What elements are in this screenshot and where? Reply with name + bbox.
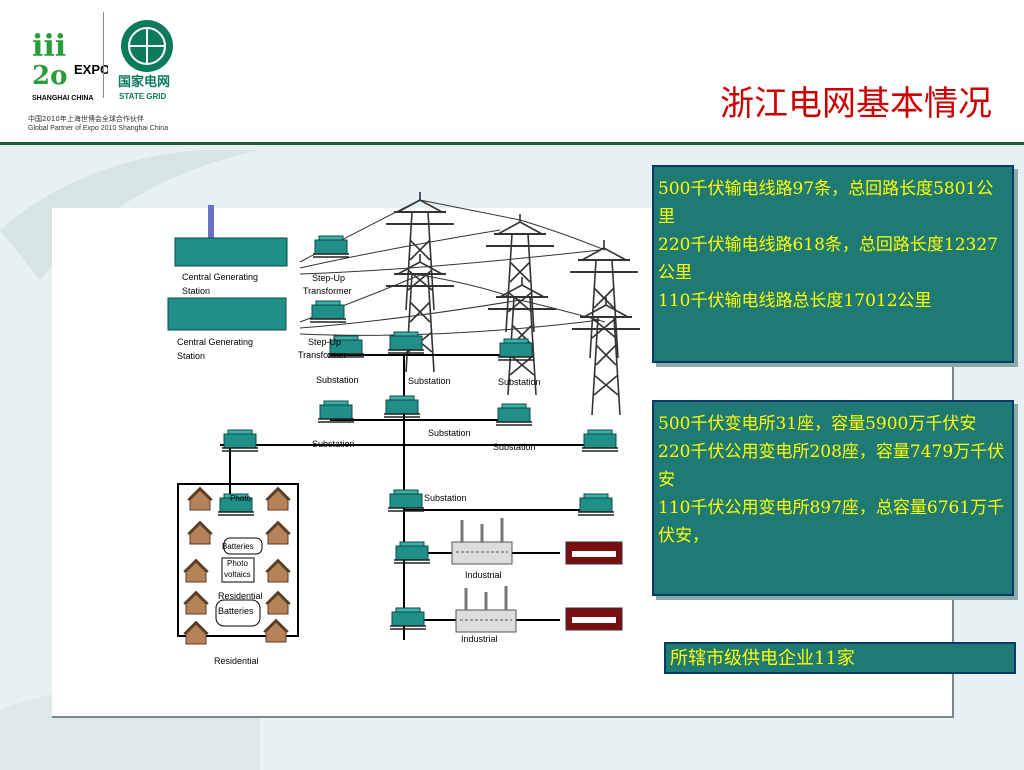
- photo-label: Photo: [230, 494, 251, 503]
- substation-label: Substation: [408, 376, 451, 386]
- substation-label: Substation: [424, 493, 467, 503]
- residential-block: [177, 483, 299, 645]
- svg-text:国家电网: 国家电网: [118, 74, 170, 90]
- box-line: 110千伏输电线路总长度17012公里: [658, 291, 932, 311]
- substation-label: Substation: [316, 375, 359, 385]
- stepup-1-sub: Transformer: [303, 286, 352, 296]
- industrial-label: Industrial: [461, 634, 498, 644]
- partner-en: Global Partner of Expo 2010 Shanghai Chi…: [28, 125, 169, 132]
- central-station-1-sub: Station: [182, 286, 211, 296]
- central-station-1-label: Central Generating: [182, 272, 259, 282]
- box-line: 500千伏变电所31座，容量5900万千伏安: [658, 414, 977, 434]
- batteries-label: Batteries: [218, 606, 254, 616]
- companies-box: 所辖市级供电企业11家: [664, 642, 1016, 674]
- transmission-lines-box: 500千伏输电线路97条，总回路长度5801公里 220千伏输电线路618条，总…: [652, 165, 1014, 363]
- substations-box: 500千伏变电所31座，容量5900万千伏安 220千伏公用变电所208座，容量…: [652, 400, 1014, 596]
- central-station-2-label: Central Generating: [177, 337, 254, 347]
- industrial-label: Industrial: [465, 570, 502, 580]
- page-title: 浙江电网基本情况: [720, 84, 992, 124]
- residential-label: Residential: [214, 656, 259, 666]
- state-grid-logo: 国家电网 STATE GRID: [118, 20, 173, 101]
- svg-text:2o: 2o: [32, 61, 67, 91]
- box-line: 110千伏公用变电所897座，总容量6761万千伏安，: [658, 498, 1005, 546]
- batteries-label: Batteries: [222, 542, 254, 551]
- svg-text:EXPO: EXPO: [74, 62, 108, 77]
- generating-stations: [167, 205, 288, 331]
- box-line: 500千伏输电线路97条，总回路长度5801公里: [658, 179, 994, 227]
- substation-label: Substation: [498, 377, 541, 387]
- substation-label: Substation: [312, 439, 355, 449]
- transmission-lines: [299, 199, 606, 336]
- svg-text:STATE GRID: STATE GRID: [119, 92, 166, 101]
- box-line: 220千伏输电线路618条，总回路长度12327公里: [658, 235, 998, 283]
- header-rule: [0, 142, 1024, 145]
- stepup-1-label: Step-Up: [312, 273, 346, 283]
- box-line: 220千伏公用变电所208座，容量7479万千伏安: [658, 442, 1005, 490]
- expo-logo: iii 2o EXPO SHANGHAI CHINA: [32, 29, 108, 102]
- header: iii 2o EXPO SHANGHAI CHINA 国家电网 STATE GR…: [0, 0, 1024, 145]
- photo-label: Photo: [227, 559, 248, 568]
- stepup-2-label: Step-Up: [308, 337, 342, 347]
- central-station-2-sub: Station: [177, 351, 206, 361]
- substation-label: Substation: [428, 428, 471, 438]
- residential-label: Residential: [218, 591, 263, 601]
- stepup-2-sub: Transformer: [298, 350, 347, 360]
- logo-divider: [103, 12, 104, 98]
- voltaics-label: voltaics: [224, 570, 251, 579]
- partner-cn: 中国2010年上海世博会全球合作伙伴: [28, 115, 144, 123]
- svg-text:SHANGHAI CHINA: SHANGHAI CHINA: [32, 95, 93, 102]
- svg-text:iii: iii: [32, 29, 66, 64]
- substation-label: Substation: [493, 442, 536, 452]
